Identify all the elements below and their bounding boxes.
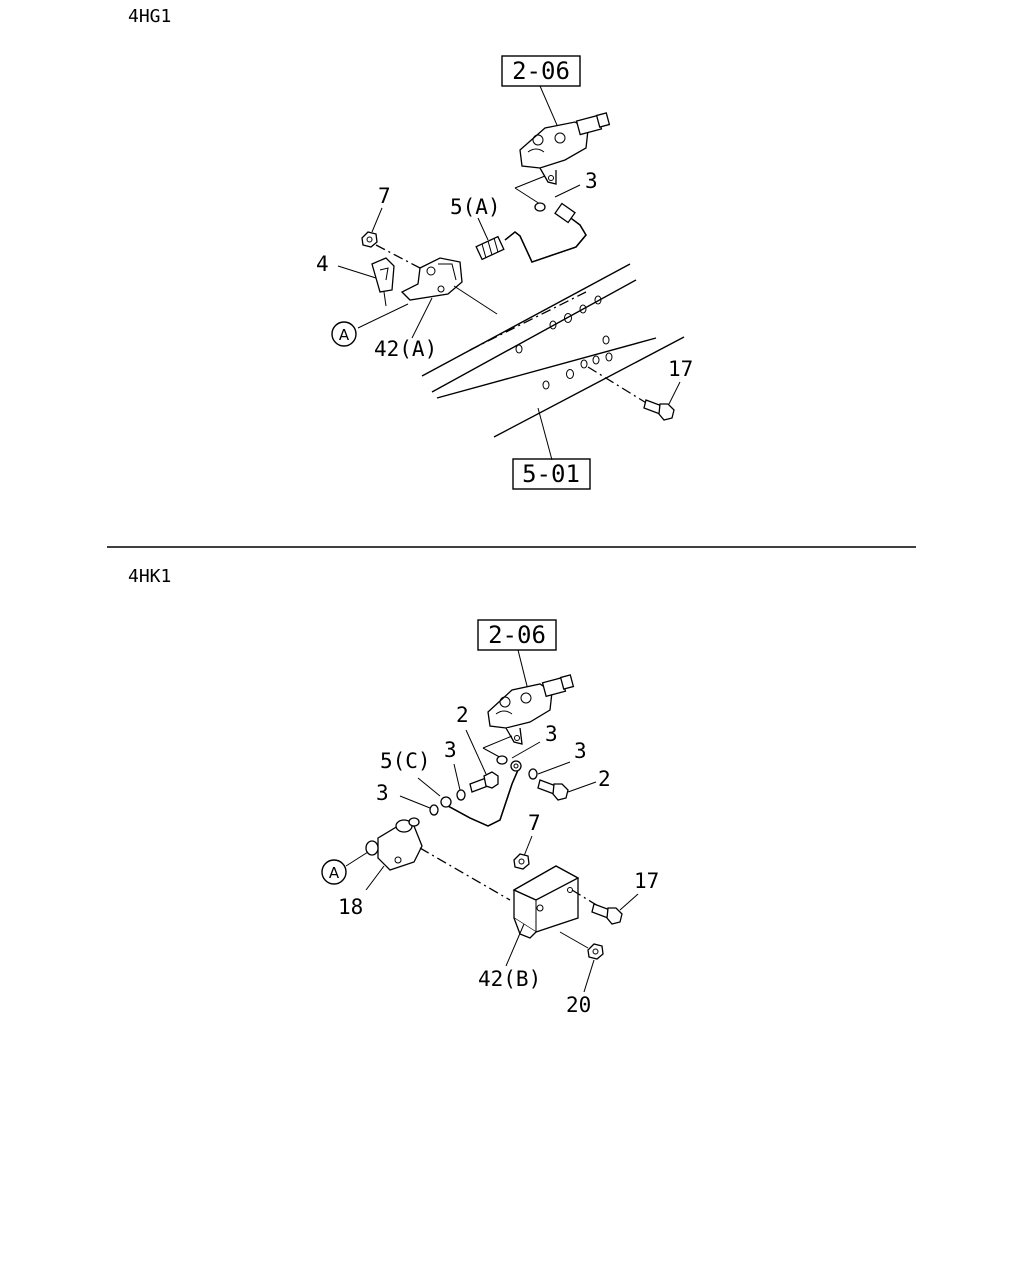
clip-4 (371, 257, 395, 293)
callout-17: 17 (634, 869, 659, 893)
leader-line (517, 649, 529, 691)
callout-5c: 5(C) (380, 749, 431, 773)
bracket-42b (512, 865, 580, 939)
washer (528, 768, 538, 780)
callout-7: 7 (528, 811, 541, 835)
circled-a-bottom: A (321, 859, 347, 885)
reference-box-5-01[interactable]: 5-01 (512, 458, 591, 490)
svg-text:A: A (329, 864, 340, 882)
washer (534, 202, 546, 212)
callout-4: 4 (316, 252, 329, 276)
reference-box-2-06-top[interactable]: 2-06 (501, 55, 581, 87)
callout-7: 7 (378, 184, 391, 208)
nut-7-top (361, 231, 378, 248)
callout-20: 20 (566, 993, 591, 1017)
callout-3: 3 (545, 722, 558, 746)
bolt-2-right (537, 779, 569, 801)
bolt-17-top (643, 399, 675, 421)
callout-2: 2 (456, 703, 469, 727)
clutch-pipe-top (475, 202, 587, 263)
callout-17: 17 (668, 357, 693, 381)
callout-5a: 5(A) (450, 195, 501, 219)
fitting-18 (365, 817, 423, 871)
master-cylinder-bottom (487, 674, 575, 745)
nut-7-bottom (513, 853, 530, 870)
svg-text:A: A (339, 326, 350, 344)
leader-line (539, 85, 561, 133)
master-cylinder-top (519, 112, 611, 185)
leader-line (537, 407, 553, 461)
callout-18: 18 (338, 895, 363, 919)
callout-3: 3 (376, 781, 389, 805)
callout-3: 3 (574, 739, 587, 763)
reference-box-2-06-bottom[interactable]: 2-06 (477, 619, 557, 651)
washer (456, 789, 466, 801)
bolt-17-bottom (591, 903, 623, 925)
washer (429, 804, 439, 816)
callout-3: 3 (444, 738, 457, 762)
section-title-4hg1: 4HG1 (128, 6, 171, 27)
washer (496, 755, 508, 765)
callout-42a: 42(A) (374, 337, 437, 361)
frame-rail (421, 263, 685, 438)
clutch-pipe-bottom (440, 760, 522, 827)
bolt-2-left (469, 771, 499, 793)
nut-20 (587, 943, 604, 960)
section-title-4hk1: 4HK1 (128, 566, 171, 587)
svg-text:2-06: 2-06 (488, 621, 546, 649)
bracket-42a (400, 257, 463, 301)
callout-42b: 42(B) (478, 967, 541, 991)
circled-a-top: A (331, 321, 357, 347)
svg-text:5-01: 5-01 (522, 460, 580, 488)
svg-text:2-06: 2-06 (512, 57, 570, 85)
callout-2: 2 (598, 767, 611, 791)
callout-3: 3 (585, 169, 598, 193)
